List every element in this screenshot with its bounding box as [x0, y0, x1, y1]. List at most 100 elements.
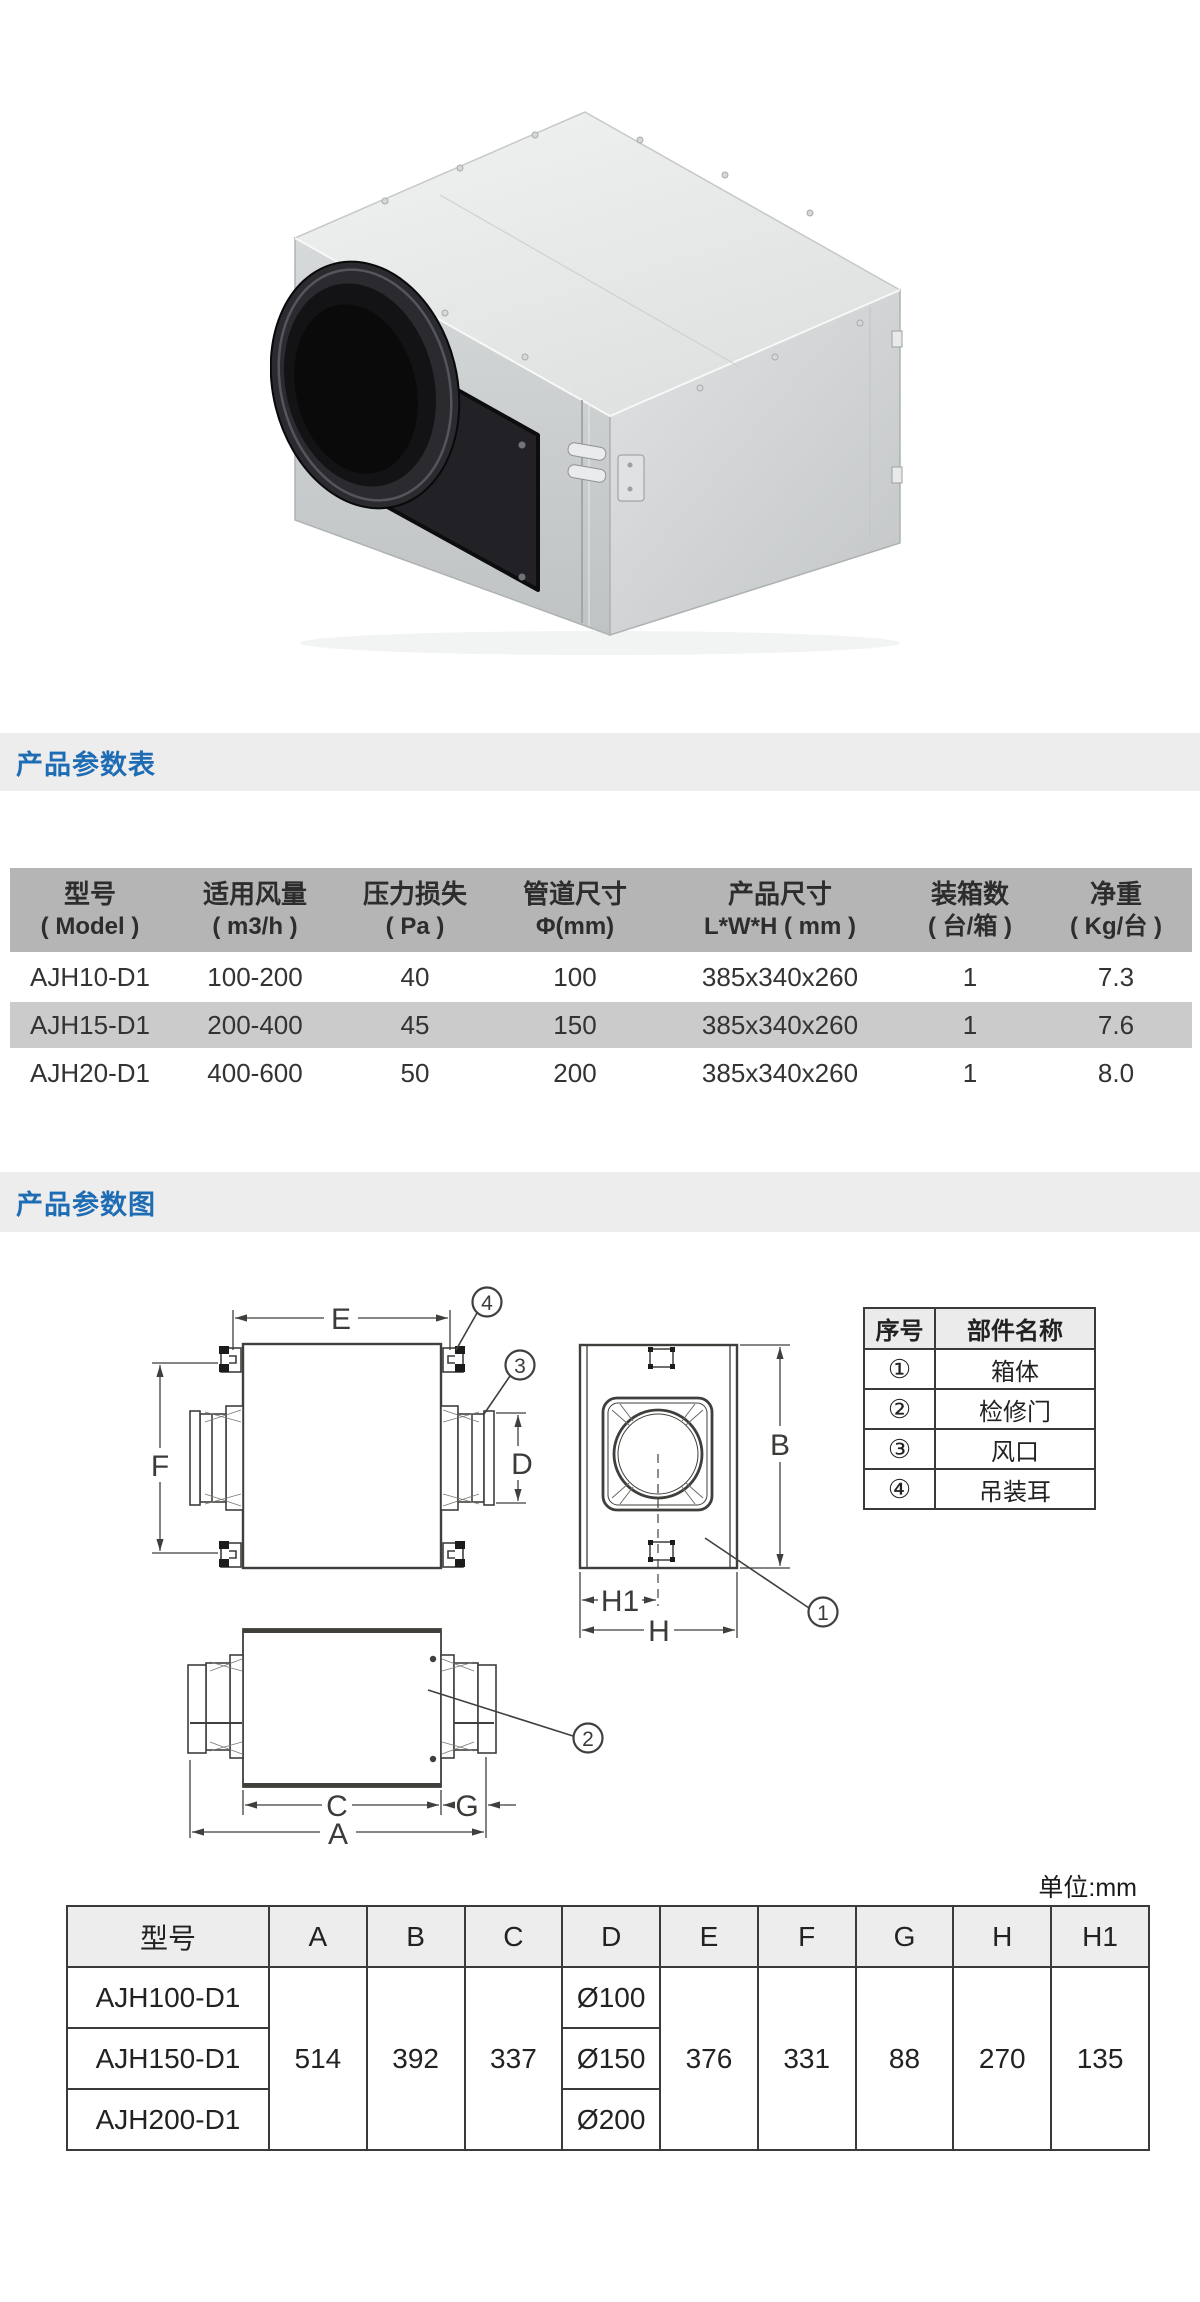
section-title: 产品参数表 — [16, 749, 156, 780]
dim-value-g: 88 — [854, 1966, 955, 2151]
dim-label-h: H — [648, 1615, 670, 1648]
door-latch — [567, 442, 645, 502]
parts-legend-table: 序号 部件名称 ① 箱体 ② 检修门 ③ 风口 ④ 吊装耳 — [863, 1307, 1096, 1510]
cell-qty: 1 — [962, 1058, 978, 1088]
legend-col-index: 序号 — [863, 1307, 936, 1350]
dim-H — [582, 1572, 738, 1638]
legend-index: ① — [863, 1348, 936, 1390]
unit-note: 单位:mm — [1038, 1874, 1137, 1902]
legend-part-name: 风口 — [934, 1428, 1096, 1470]
dim-table-row: AJH100-D1 514 392 337 Ø100 376 331 88 27… — [66, 1966, 1150, 2151]
side-view — [187, 1628, 604, 1838]
dim-col-d: D — [561, 1905, 662, 1968]
cell-weight: 7.3 — [1097, 962, 1135, 992]
dim-value-d: Ø200 — [561, 2088, 662, 2151]
dim-value-f: 331 — [756, 1966, 857, 2151]
cell-weight: 8.0 — [1097, 1058, 1135, 1088]
dim-col-model: 型号 — [66, 1905, 270, 1968]
dim-col-e: E — [659, 1905, 759, 1968]
cell-airflow: 100-200 — [207, 962, 303, 992]
cell-model: AJH15-D1 — [30, 1010, 150, 1040]
cell-airflow: 400-600 — [207, 1058, 303, 1088]
spec-table-row: AJH20-D1 400-600 50 200 385x340x260 1 8.… — [10, 1048, 1192, 1098]
spec-col-pressure: 压力损失( Pa ) — [362, 879, 467, 940]
dim-col-h: H — [952, 1905, 1053, 1968]
callout-number-4: 4 — [481, 1292, 493, 1315]
dim-col-g: G — [854, 1905, 955, 1968]
callout-number-2: 2 — [582, 1728, 594, 1751]
cell-duct-size: 100 — [553, 962, 597, 992]
duct-left-top-view — [189, 1405, 244, 1511]
dim-value-c: 337 — [463, 1966, 564, 2151]
legend-row: ③ 风口 — [863, 1428, 1096, 1470]
dim-H1 — [579, 1572, 656, 1638]
dim-col-a: A — [268, 1905, 368, 1968]
legend-col-part-name: 部件名称 — [934, 1307, 1096, 1350]
dim-label-d: D — [511, 1448, 533, 1481]
callout-access-door — [427, 1689, 604, 1754]
dim-D — [496, 1412, 526, 1504]
spec-table-row: AJH15-D1 200-400 45 150 385x340x260 1 7.… — [10, 1002, 1192, 1048]
legend-row: ② 检修门 — [863, 1388, 1096, 1430]
dim-G — [443, 1757, 516, 1838]
cell-product-size: 385x340x260 — [701, 1058, 859, 1088]
callout-lifting-ear — [455, 1286, 503, 1351]
spec-col-airflow: 适用风量( m3/h ) — [202, 879, 307, 940]
dim-model: AJH100-D1 — [66, 1966, 270, 2029]
product-photo-image — [270, 111, 903, 655]
dim-E — [232, 1310, 451, 1350]
dim-model: AJH150-D1 — [66, 2027, 270, 2090]
duct-connector — [270, 260, 540, 592]
dim-label-e: E — [331, 1303, 351, 1336]
dim-value-d: Ø100 — [561, 1966, 662, 2029]
cell-duct-size: 200 — [553, 1058, 597, 1088]
legend-index: ③ — [863, 1428, 936, 1470]
cell-product-size: 385x340x260 — [701, 1010, 859, 1040]
dim-table-header-row: 型号 A B C D E F G H H1 — [66, 1905, 1150, 1968]
duct-right-top-view — [440, 1405, 495, 1511]
top-view — [152, 1286, 536, 1570]
legend-index: ④ — [863, 1468, 936, 1510]
spec-table-row: AJH10-D1 100-200 40 100 385x340x260 1 7.… — [10, 952, 1192, 1002]
cell-model: AJH20-D1 — [30, 1058, 150, 1088]
front-view — [578, 1343, 839, 1638]
dim-col-f: F — [756, 1905, 857, 1968]
dim-table-row: AJH200-D1 Ø200 — [66, 2088, 1149, 2151]
section-header-params-diagram: 产品参数图 — [0, 1172, 1200, 1232]
dim-label-b: B — [770, 1429, 790, 1462]
legend-index: ② — [863, 1388, 936, 1430]
dim-value-e: 376 — [659, 1966, 759, 2151]
cell-airflow: 200-400 — [207, 1010, 303, 1040]
dim-label-c: C — [326, 1790, 348, 1823]
spec-table-header-row: 型号( Model ) 适用风量( m3/h ) 压力损失( Pa ) 管道尺寸… — [10, 868, 1192, 952]
cell-pressure: 45 — [400, 1010, 430, 1040]
legend-row: ④ 吊装耳 — [863, 1468, 1096, 1510]
dim-col-h1: H1 — [1050, 1905, 1150, 1968]
cell-model: AJH10-D1 — [30, 962, 150, 992]
clip-bottom — [648, 1540, 675, 1562]
cell-weight: 7.6 — [1097, 1010, 1135, 1040]
dim-table-row: AJH150-D1 Ø150 — [66, 2027, 1149, 2090]
dim-label-g: G — [455, 1790, 478, 1823]
cell-pressure: 40 — [400, 962, 430, 992]
dim-col-c: C — [463, 1905, 564, 1968]
dim-value-a: 514 — [268, 1966, 368, 2151]
dim-value-h: 270 — [952, 1966, 1053, 2151]
dim-label-a: A — [328, 1818, 348, 1851]
dim-value-d: Ø150 — [561, 2027, 662, 2090]
legend-part-name: 吊装耳 — [934, 1468, 1096, 1510]
cell-pressure: 50 — [400, 1058, 430, 1088]
dim-value-h1: 135 — [1050, 1966, 1150, 2151]
dim-label-h1: H1 — [601, 1585, 639, 1618]
callout-number-1: 1 — [817, 1602, 829, 1625]
legend-row: ① 箱体 — [863, 1348, 1096, 1390]
spec-table: 型号( Model ) 适用风量( m3/h ) 压力损失( Pa ) 管道尺寸… — [10, 868, 1192, 1098]
section-title: 产品参数图 — [16, 1189, 156, 1220]
callout-number-3: 3 — [514, 1355, 526, 1378]
callout-box-body — [704, 1537, 839, 1628]
cell-qty: 1 — [962, 962, 978, 992]
dim-col-b: B — [365, 1905, 466, 1968]
